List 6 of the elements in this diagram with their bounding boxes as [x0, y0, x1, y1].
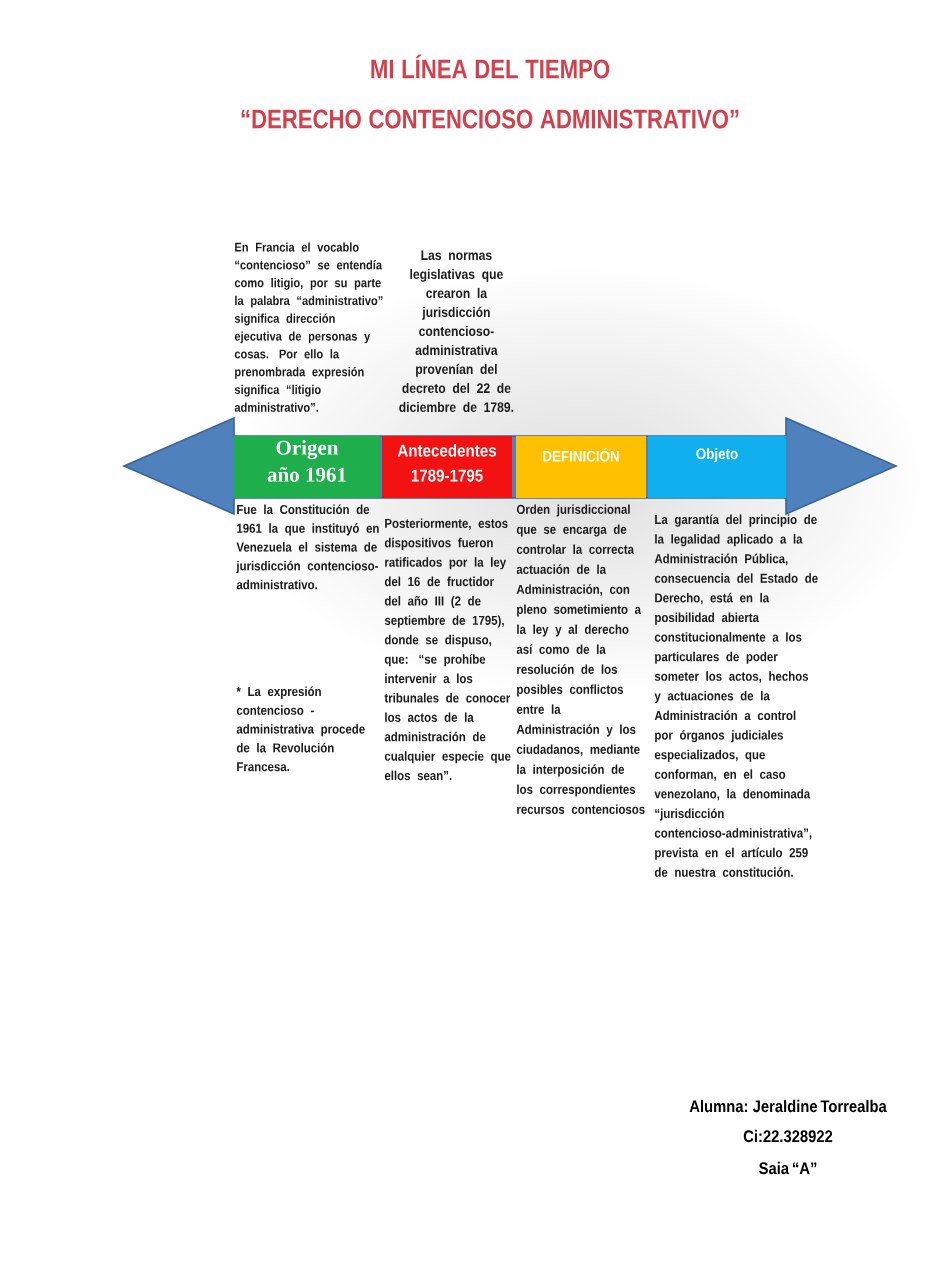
timeline-box: Antecedentes 1789-1795 [382, 436, 512, 498]
student-info: Alumna: Jeraldine Torrealba [689, 1099, 887, 1113]
student-info: Saia “A” [759, 1161, 817, 1175]
timeline-box: Origen año 1961 [234, 436, 380, 498]
student-info: Ci:22.328922 [743, 1129, 833, 1143]
title: MI LÍNEA DEL TIEMPO “DERECHO CONTENCIOSO ADMINISTRATIVO” [241, 54, 739, 129]
